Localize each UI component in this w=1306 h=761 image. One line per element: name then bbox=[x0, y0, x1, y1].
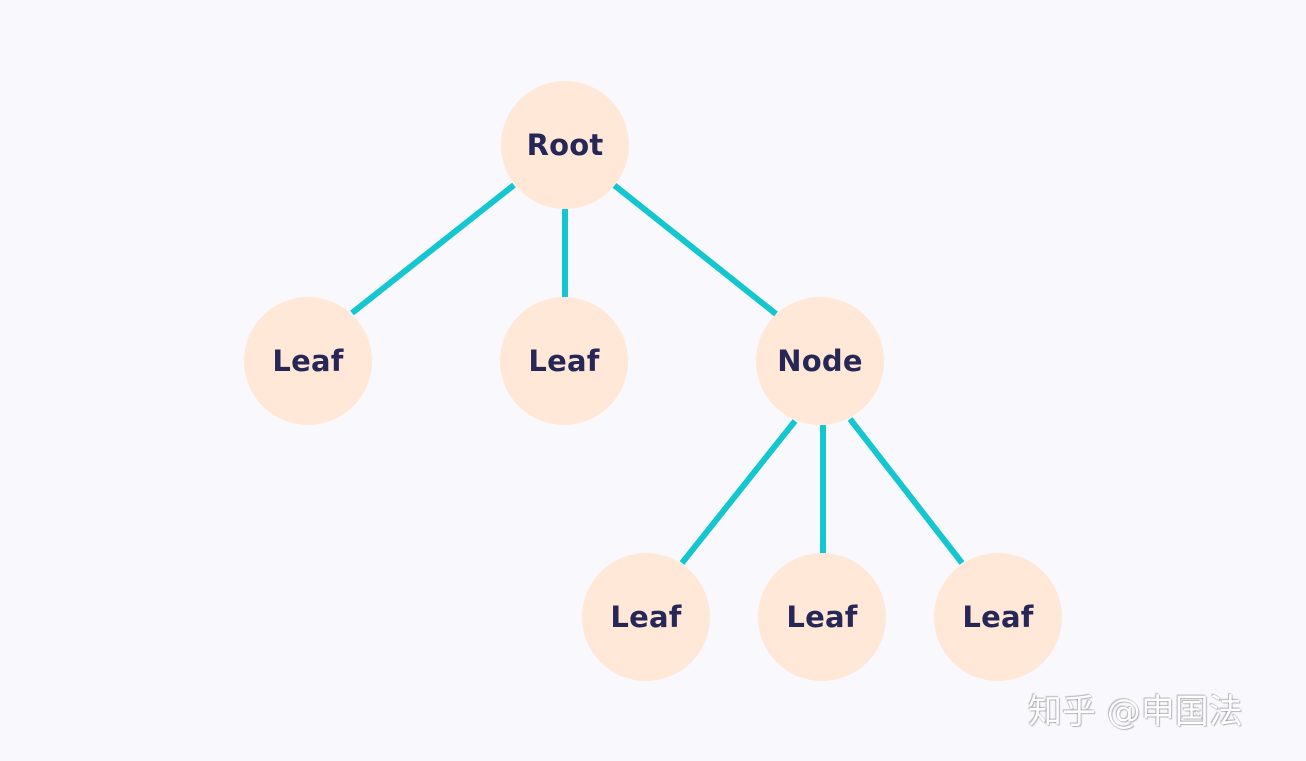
node-label: Leaf bbox=[272, 344, 344, 378]
tree-node-leaf: Leaf bbox=[758, 553, 886, 681]
node-label: Root bbox=[526, 128, 604, 162]
node-label: Leaf bbox=[786, 600, 858, 634]
tree-node-leaf: Leaf bbox=[500, 297, 628, 425]
node-label: Node bbox=[777, 344, 863, 378]
node-label: Leaf bbox=[528, 344, 600, 378]
watermark: 知乎 @申国法 bbox=[1028, 692, 1243, 732]
tree-node-internal: Node bbox=[756, 297, 884, 425]
tree-node-leaf: Leaf bbox=[934, 553, 1062, 681]
node-label: Leaf bbox=[610, 600, 682, 634]
edge-root-leaf1 bbox=[350, 182, 516, 316]
tree-node-leaf: Leaf bbox=[582, 553, 710, 681]
edge-root-node1 bbox=[612, 182, 778, 317]
edge-node1-leaf3 bbox=[679, 419, 798, 565]
tree-node-leaf: Leaf bbox=[244, 297, 372, 425]
edge-node1-leaf5 bbox=[847, 417, 965, 565]
tree-node-root: Root bbox=[501, 81, 629, 209]
node-label: Leaf bbox=[962, 600, 1034, 634]
